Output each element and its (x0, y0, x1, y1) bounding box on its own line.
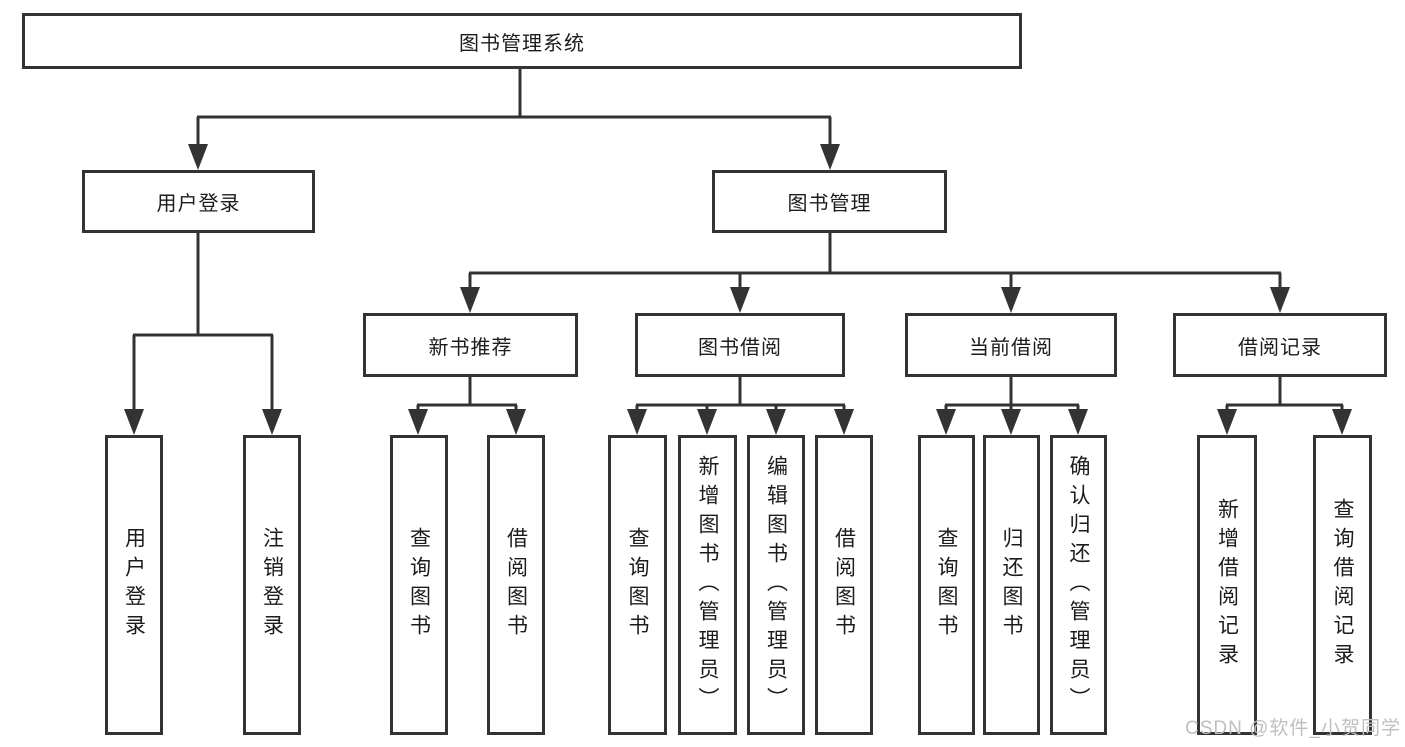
node-book-borrowing: 图书借阅 (635, 313, 845, 377)
node-root-system: 图书管理系统 (22, 13, 1022, 69)
node-borrowing-records: 借阅记录 (1173, 313, 1387, 377)
csdn-watermark: CSDN @软件_小贺同学 (1185, 718, 1401, 739)
leaf-recommend-borrow-books: 借阅图书 (487, 435, 545, 735)
node-book-management: 图书管理 (712, 170, 947, 233)
node-new-book-recommend: 新书推荐 (363, 313, 578, 377)
node-user-login: 用户登录 (82, 170, 315, 233)
leaf-edit-books-admin: 编辑图书（管理员） (747, 435, 805, 735)
leaf-query-borrow-record: 查询借阅记录 (1313, 435, 1372, 735)
leaf-add-books-admin: 新增图书（管理员） (678, 435, 737, 735)
leaf-recommend-query-books: 查询图书 (390, 435, 448, 735)
leaf-return-books: 归还图书 (983, 435, 1040, 735)
leaf-add-borrow-record: 新增借阅记录 (1197, 435, 1257, 735)
node-current-borrowing: 当前借阅 (905, 313, 1117, 377)
leaf-current-query-books: 查询图书 (918, 435, 975, 735)
leaf-borrowing-query-books: 查询图书 (608, 435, 667, 735)
leaf-user-login: 用户登录 (105, 435, 163, 735)
leaf-confirm-return-admin: 确认归还（管理员） (1050, 435, 1107, 735)
leaf-logout: 注销登录 (243, 435, 301, 735)
leaf-borrowing-borrow-books: 借阅图书 (815, 435, 873, 735)
